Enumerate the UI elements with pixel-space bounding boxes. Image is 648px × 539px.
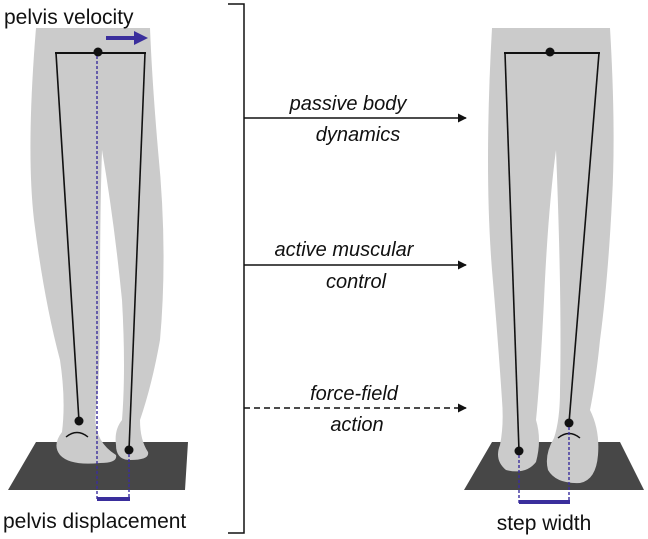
arrow-label-force-field-line1: force-field — [310, 383, 399, 405]
left-leg-line-left — [55, 52, 80, 422]
arrow-passive-dynamics: passive body dynamics — [244, 93, 467, 146]
left-figure — [8, 28, 188, 501]
left-leg-line-right — [128, 52, 146, 451]
right-pelvis-joint — [545, 47, 555, 57]
arrow-label-passive-line1: passive body — [289, 93, 408, 115]
pelvis-velocity-label: pelvis velocity — [4, 6, 134, 29]
arrow-active-control: active muscular control — [244, 239, 467, 293]
step-width-bar — [519, 500, 570, 504]
right-ankle-joint-left — [514, 446, 524, 456]
step-width-label: step width — [497, 512, 592, 535]
pelvis-displacement-bar — [97, 497, 130, 501]
velocity-arrow-head — [134, 31, 148, 45]
right-ankle-joint-right — [564, 418, 574, 428]
right-leg-line-right — [568, 52, 600, 424]
right-legs-silhouette — [488, 28, 614, 484]
arrow-label-active-line2: control — [326, 271, 387, 293]
pelvis-displacement-label: pelvis displacement — [3, 510, 186, 533]
left-ankle-joint-right — [124, 445, 134, 455]
arrow-label-active-line1: active muscular — [275, 239, 415, 261]
left-pelvis-joint — [93, 47, 103, 57]
arrow-label-force-field-line2: action — [330, 414, 383, 436]
right-figure — [464, 28, 644, 504]
left-heel-arc — [65, 431, 89, 438]
arrow-label-passive-line2: dynamics — [316, 124, 400, 146]
left-ankle-joint-left — [74, 416, 84, 426]
arrow-force-field: force-field action — [244, 383, 467, 436]
left-legs-silhouette — [30, 28, 164, 464]
right-leg-line-left — [504, 52, 520, 452]
bracket — [228, 3, 245, 534]
